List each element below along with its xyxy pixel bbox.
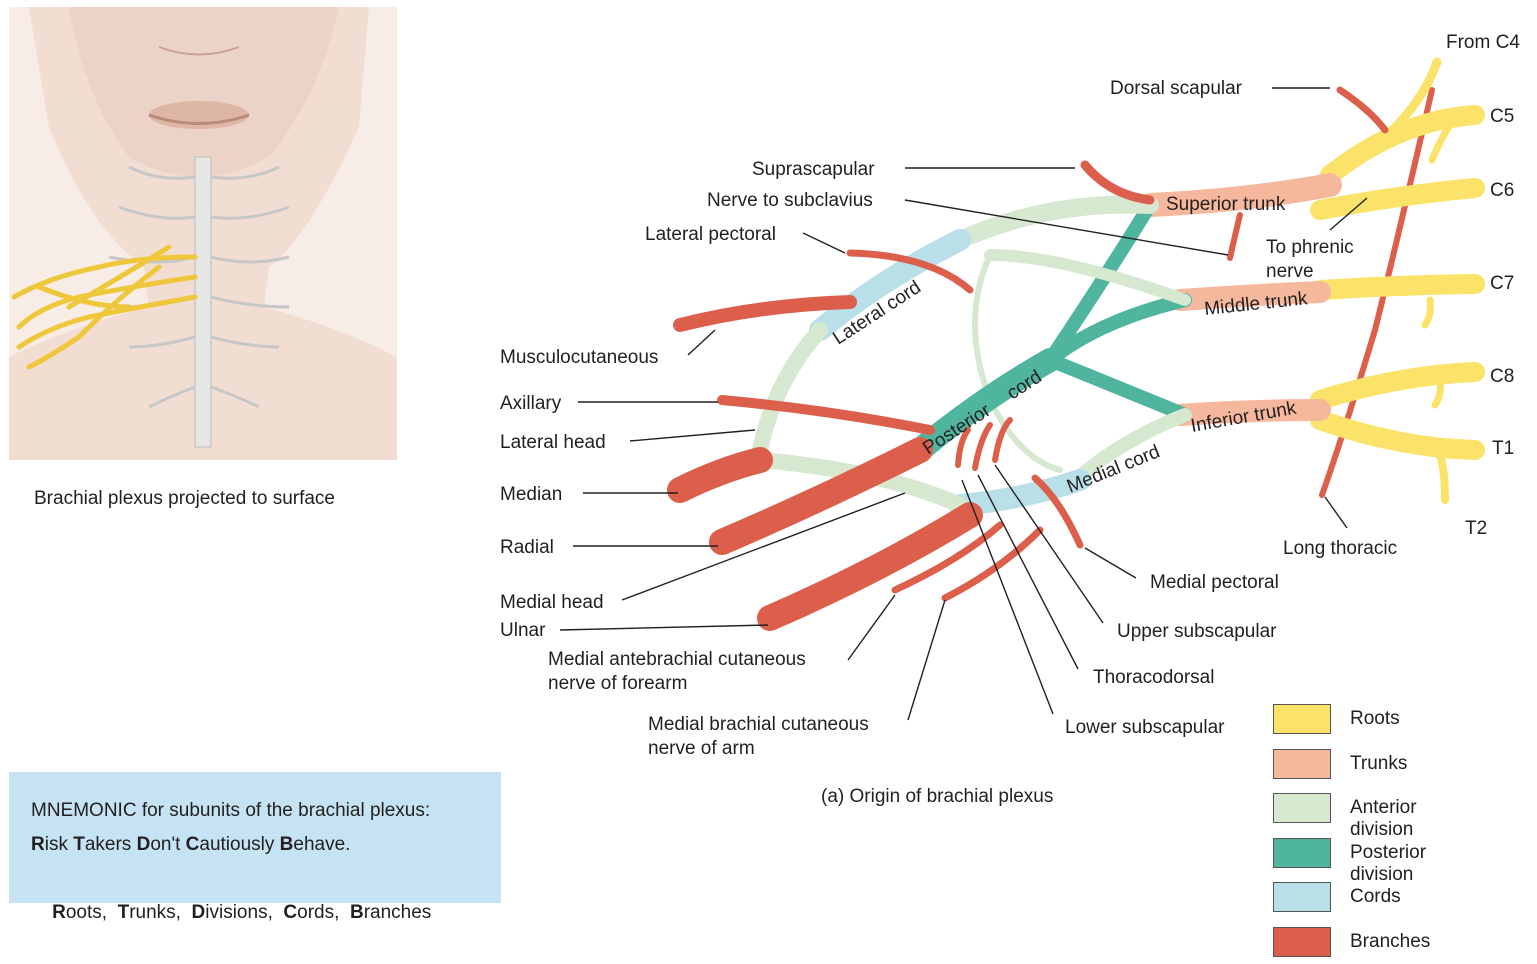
label-dorsal-scapular: Dorsal scapular [1110,78,1243,99]
legend-label-roots: Roots [1350,708,1400,730]
anterior-div-superior [960,204,1150,240]
root-t1 [1320,420,1475,450]
roots-group [1320,62,1475,500]
label-c5: C5 [1490,106,1514,127]
label-radial: Radial [500,537,554,558]
label-medial-antebrachial-2: nerve of forearm [548,673,687,694]
label-medial-pectoral: Medial pectoral [1150,572,1279,593]
diagram-caption: (a) Origin of brachial plexus [821,786,1053,808]
label-musculocutaneous: Musculocutaneous [500,347,658,368]
legend-swatch-roots [1273,704,1331,734]
label-medial-brachial-1: Medial brachial cutaneous [648,714,869,735]
legend-label-cords: Cords [1350,886,1401,908]
medial-brachial-branch [945,530,1040,598]
label-lateral-pectoral: Lateral pectoral [645,224,776,245]
label-suprascapular: Suprascapular [752,159,875,180]
label-nerve-to-subclavius: Nerve to subclavius [707,190,873,211]
label-upper-subscapular: Upper subscapular [1117,621,1277,642]
label-lateral-head: Lateral head [500,432,606,453]
label-superior-trunk: Superior trunk [1166,194,1286,215]
axillary-branch [722,400,930,430]
legend-swatch-posterior [1273,838,1331,868]
legend-swatch-anterior [1273,793,1331,823]
legend-label-anterior: Anterior division [1350,797,1417,841]
label-to-phrenic-1: To phrenic [1266,237,1354,258]
label-lower-subscapular: Lower subscapular [1065,717,1225,738]
root-c7-branch [1425,300,1430,325]
label-medial-brachial-2: nerve of arm [648,738,755,759]
label-thoracodorsal: Thoracodorsal [1093,667,1214,688]
root-c8 [1320,372,1475,400]
lateral-cord-anterior [760,330,820,450]
legend-swatch-cords [1273,882,1331,912]
posterior-div-inferior [1050,360,1185,415]
dorsal-scapular-branch [1340,90,1385,130]
thoracodorsal-branch [975,425,990,468]
legend-label-branches: Branches [1350,931,1430,953]
label-medial-head: Medial head [500,592,604,613]
subclavius-branch [1230,215,1240,258]
label-axillary: Axillary [500,393,562,414]
label-c6: C6 [1490,180,1514,201]
label-medial-antebrachial-1: Medial antebrachial cutaneous [548,649,806,670]
label-to-phrenic-2: nerve [1266,261,1314,282]
label-t2: T2 [1465,518,1487,539]
label-from-c4: From C4 [1446,32,1520,53]
root-c6 [1320,188,1475,210]
label-long-thoracic: Long thoracic [1283,538,1397,559]
label-c8: C8 [1490,366,1514,387]
root-c7 [1320,284,1475,290]
label-t1: T1 [1492,438,1514,459]
legend-swatch-branches [1273,927,1331,957]
legend-label-posterior: Posterior division [1350,842,1426,886]
label-c7: C7 [1490,273,1514,294]
label-ulnar: Ulnar [500,620,546,641]
label-median: Median [500,484,562,505]
upper-subscapular-branch [995,420,1010,460]
legend-label-trunks: Trunks [1350,753,1407,775]
legend-swatch-trunks [1273,749,1331,779]
median-branch [680,460,760,490]
suprascapular-branch [1085,165,1150,200]
root-t2 [1440,455,1445,500]
